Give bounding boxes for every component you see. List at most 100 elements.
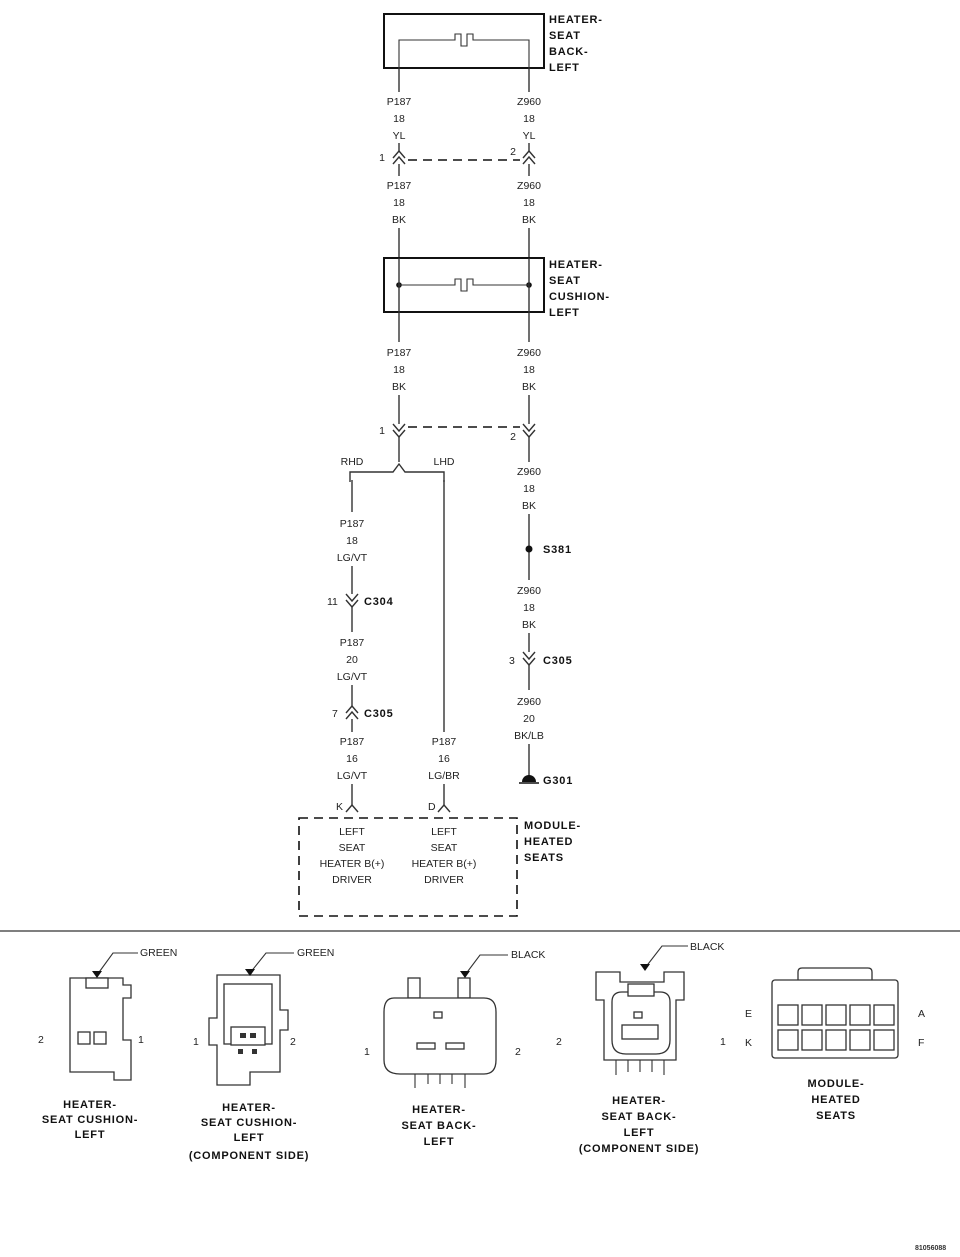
- connector-latch: [457, 977, 471, 999]
- connector-color: GREEN: [297, 947, 334, 959]
- pin-number: 2: [510, 146, 516, 158]
- leader-line: [96, 952, 138, 976]
- pin-number: 1: [364, 1046, 370, 1058]
- seat-back-heater-label-1: HEATER-: [549, 14, 603, 26]
- pin-cavity: [445, 1042, 465, 1050]
- pin-label: A: [918, 1008, 925, 1020]
- wire-label: P187: [340, 518, 365, 530]
- connector-caption: MODULE-: [808, 1078, 865, 1090]
- splice-dot: [525, 545, 533, 553]
- wire-label: LG/VT: [337, 770, 368, 782]
- connector-view-back: BLACK 1 2 HEATER- SEAT BACK- LEFT: [364, 949, 545, 1148]
- wire-label: 20: [346, 654, 358, 666]
- rhd-lhd-split: RHD LHD: [341, 437, 455, 482]
- module-left-text: HEATER B(+): [320, 858, 385, 870]
- connector-caption: HEATER-: [412, 1104, 466, 1116]
- terminal: [238, 1049, 243, 1054]
- connector-caption: HEATED: [811, 1094, 860, 1106]
- pin-cavity: [801, 1004, 823, 1026]
- seat-back-heater-label-4: LEFT: [549, 62, 580, 74]
- pin-number: 2: [556, 1036, 562, 1048]
- wire-label: P187: [340, 637, 365, 649]
- pin-number: 1: [193, 1036, 199, 1048]
- pin-cavity: [93, 1031, 107, 1045]
- wire-label: P187: [387, 180, 412, 192]
- leader-line: [249, 952, 294, 974]
- pin-label: E: [745, 1008, 752, 1020]
- pin-number: 2: [510, 431, 516, 443]
- pin-number: 2: [38, 1034, 44, 1046]
- connector-c305-left: 7 C305: [332, 704, 393, 720]
- wire-label: BK/LB: [514, 730, 544, 742]
- pin-number: D: [428, 801, 436, 813]
- pin-number: 2: [515, 1046, 521, 1058]
- seat-back-heater-box: [383, 13, 545, 69]
- s381-label: S381: [543, 544, 572, 556]
- pin-cavity: [621, 1024, 659, 1040]
- module-right-text: DRIVER: [424, 874, 464, 886]
- connector-color: GREEN: [140, 947, 177, 959]
- seat-back-heater-element: [398, 33, 530, 68]
- pin-cavity: [849, 1004, 871, 1026]
- connector-body: [69, 977, 132, 1081]
- pin-number: 1: [379, 425, 385, 437]
- pin-number: 2: [290, 1036, 296, 1048]
- pin-number: 1: [379, 152, 385, 164]
- wire-label: 18: [523, 364, 535, 376]
- wire-label: P187: [387, 347, 412, 359]
- wire-label: Z960: [517, 180, 541, 192]
- wire-label: P187: [340, 736, 365, 748]
- pin-number: 3: [509, 655, 515, 667]
- pin-number: 11: [327, 596, 338, 608]
- seat-cushion-heater-box: [383, 257, 545, 313]
- connector-caption: SEAT CUSHION-: [42, 1114, 138, 1126]
- connector-caption: HEATER-: [222, 1102, 276, 1114]
- lhd-label: LHD: [433, 456, 454, 468]
- wire-label: BK: [392, 381, 406, 393]
- terminal: [250, 1033, 256, 1038]
- wire-label: 18: [393, 197, 405, 209]
- wire-label: 16: [346, 753, 358, 765]
- seat-cushion-heater-label-3: CUSHION-: [549, 291, 610, 303]
- wire-label: LG/VT: [337, 671, 368, 683]
- pin-cavity: [77, 1031, 91, 1045]
- module-label-1: MODULE-: [524, 820, 581, 832]
- wire-label: YL: [523, 130, 536, 142]
- connector-view-module: E K A F MODULE- HEATED SEATS: [745, 967, 925, 1122]
- connector-caption: (COMPONENT SIDE): [579, 1143, 699, 1155]
- module-right-text: LEFT: [431, 826, 457, 838]
- terminal: [252, 1049, 257, 1054]
- seat-cushion-heater-label-2: SEAT: [549, 275, 581, 287]
- figure-id: 81056088: [915, 1245, 946, 1252]
- wire-label: P187: [387, 96, 412, 108]
- wire-label: 18: [393, 364, 405, 376]
- leader-arrow: [640, 964, 650, 971]
- wire-label: 18: [523, 602, 535, 614]
- module-label-3: SEATS: [524, 852, 564, 864]
- connector-chevron: [522, 651, 536, 667]
- connector-caption: LEFT: [234, 1132, 265, 1144]
- wire-label: BK: [522, 500, 536, 512]
- pin-cavity: [825, 1004, 847, 1026]
- connector-caption: HEATER-: [612, 1095, 666, 1107]
- wire-label: BK: [392, 214, 406, 226]
- connector-chevron: [392, 149, 406, 165]
- connector-c305-right: 3 C305: [509, 651, 572, 667]
- pin-index: [433, 1011, 443, 1019]
- connector-body: [383, 997, 497, 1075]
- pin-label: F: [918, 1037, 924, 1049]
- connector-caption: LEFT: [424, 1136, 455, 1148]
- wire-label: LG/VT: [337, 552, 368, 564]
- connector-caption: LEFT: [75, 1129, 106, 1141]
- seat-cushion-heater: HEATER- SEAT CUSHION- LEFT: [383, 257, 610, 319]
- seat-cushion-heater-label-4: LEFT: [549, 307, 580, 319]
- connector-chevron: [345, 704, 359, 720]
- module-box: [298, 817, 518, 917]
- connector-latch: [407, 977, 421, 999]
- connector-latch: [85, 977, 109, 989]
- connector-latch: [797, 967, 873, 980]
- connector-view-back-component: BLACK 2 1 HEATER- SEAT BACK- LEFT (COMPO…: [556, 941, 726, 1155]
- connector-terminal-block: [230, 1026, 266, 1046]
- wire-label: Z960: [517, 466, 541, 478]
